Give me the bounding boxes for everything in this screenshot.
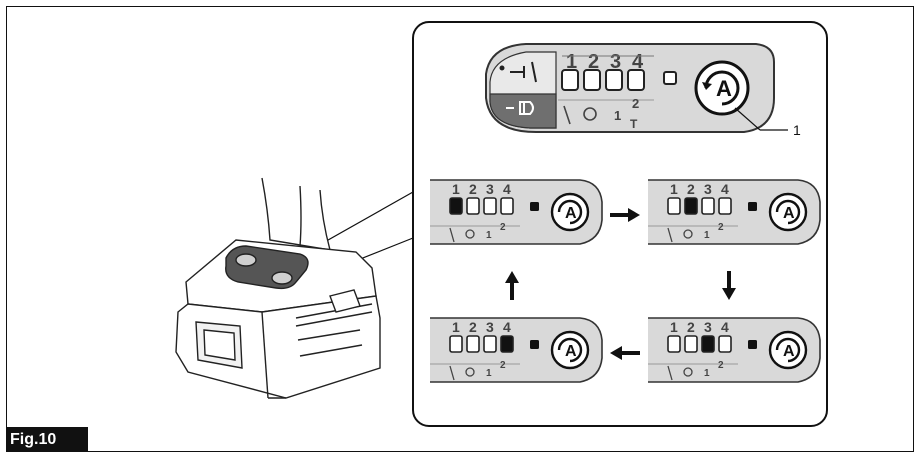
- assist-button[interactable]: [768, 330, 808, 370]
- callout-leader: [734, 107, 761, 131]
- sub-label: 1: [486, 368, 492, 379]
- mode-led-active: [701, 335, 715, 353]
- assist-glyph: A: [783, 343, 795, 360]
- sub-label: 1: [614, 108, 621, 123]
- mode-led-active: [500, 335, 514, 353]
- speed-icon: [683, 367, 693, 377]
- step-number: 3: [704, 181, 712, 197]
- arrow-up-icon: [505, 271, 519, 300]
- mode-led-active: [684, 197, 698, 215]
- mode-led: [701, 197, 715, 215]
- step-number: 2: [687, 319, 695, 335]
- assist-button[interactable]: [550, 330, 590, 370]
- mode-led: [561, 69, 579, 91]
- step-number: 2: [588, 51, 599, 73]
- mode-led-active: [449, 197, 463, 215]
- mode-led: [583, 69, 601, 91]
- panel-body: [430, 179, 603, 245]
- assist-button[interactable]: [694, 60, 750, 116]
- step-number: 1: [452, 181, 460, 197]
- sub-label: 1: [704, 230, 710, 241]
- panel-body: [648, 179, 821, 245]
- screw-icon: [667, 365, 673, 381]
- arrow-right-icon: [610, 208, 640, 222]
- assist-led: [748, 202, 757, 211]
- mode-led: [483, 335, 497, 353]
- speed-icon: [465, 367, 475, 377]
- mode-led: [500, 197, 514, 215]
- sub-label: 1: [704, 368, 710, 379]
- panel-body: [648, 317, 821, 383]
- assist-led: [663, 71, 677, 85]
- step-number: 4: [721, 181, 729, 197]
- figure-frame: [6, 6, 914, 452]
- torque-mark: T: [630, 117, 638, 131]
- panel-body: [430, 317, 603, 383]
- arrow-left-icon: [610, 346, 640, 360]
- sub-label: 2: [500, 222, 506, 233]
- screw-icon: [667, 227, 673, 243]
- step-number: 4: [503, 181, 511, 197]
- speed-icon: [683, 229, 693, 239]
- assist-glyph: A: [565, 205, 577, 222]
- tool-illustration: [175, 177, 381, 399]
- step-number: 1: [670, 319, 678, 335]
- mode-led: [483, 197, 497, 215]
- mode-led: [466, 197, 480, 215]
- arrow-down-icon: [722, 271, 736, 300]
- assist-led: [530, 340, 539, 349]
- step-number: 1: [566, 51, 577, 73]
- sub-label: 2: [718, 360, 724, 371]
- screw-icon: [499, 61, 537, 83]
- step-number: 1: [670, 181, 678, 197]
- assist-button[interactable]: [550, 192, 590, 232]
- step-number: 2: [469, 319, 477, 335]
- figure-label: Fig.10: [6, 427, 88, 452]
- assist-glyph: A: [783, 205, 795, 222]
- panel-large: 1 2 3 4 1 2 T A: [485, 43, 775, 133]
- mode-led: [667, 197, 681, 215]
- mode-led: [667, 335, 681, 353]
- speed-icon: [465, 229, 475, 239]
- sub-label: 1: [486, 230, 492, 241]
- step-number: 4: [503, 319, 511, 335]
- step-number: 3: [610, 51, 621, 73]
- mode-led: [605, 69, 623, 91]
- step-number: 2: [687, 181, 695, 197]
- mode-led: [449, 335, 463, 353]
- mode-led: [684, 335, 698, 353]
- assist-glyph: A: [565, 343, 577, 360]
- mode-led: [718, 335, 732, 353]
- step-number: 3: [486, 181, 494, 197]
- step-number: 4: [721, 319, 729, 335]
- assist-button[interactable]: [768, 192, 808, 232]
- sub-label: 2: [718, 222, 724, 233]
- cycle-arrows: [505, 208, 736, 360]
- screw-icon: [449, 227, 455, 243]
- assist-glyph: A: [716, 76, 732, 101]
- sub-label: 2: [632, 96, 639, 111]
- step-number: 1: [452, 319, 460, 335]
- mode-led: [718, 197, 732, 215]
- step-number: 3: [486, 319, 494, 335]
- sub-label: 2: [500, 360, 506, 371]
- step-number: 2: [469, 181, 477, 197]
- callout-number: 1: [793, 122, 801, 138]
- lamp-icon: [506, 101, 534, 115]
- step-number: 3: [704, 319, 712, 335]
- screw-icon: [449, 365, 455, 381]
- mode-led: [466, 335, 480, 353]
- assist-led: [530, 202, 539, 211]
- mode-led: [627, 69, 645, 91]
- assist-led: [748, 340, 757, 349]
